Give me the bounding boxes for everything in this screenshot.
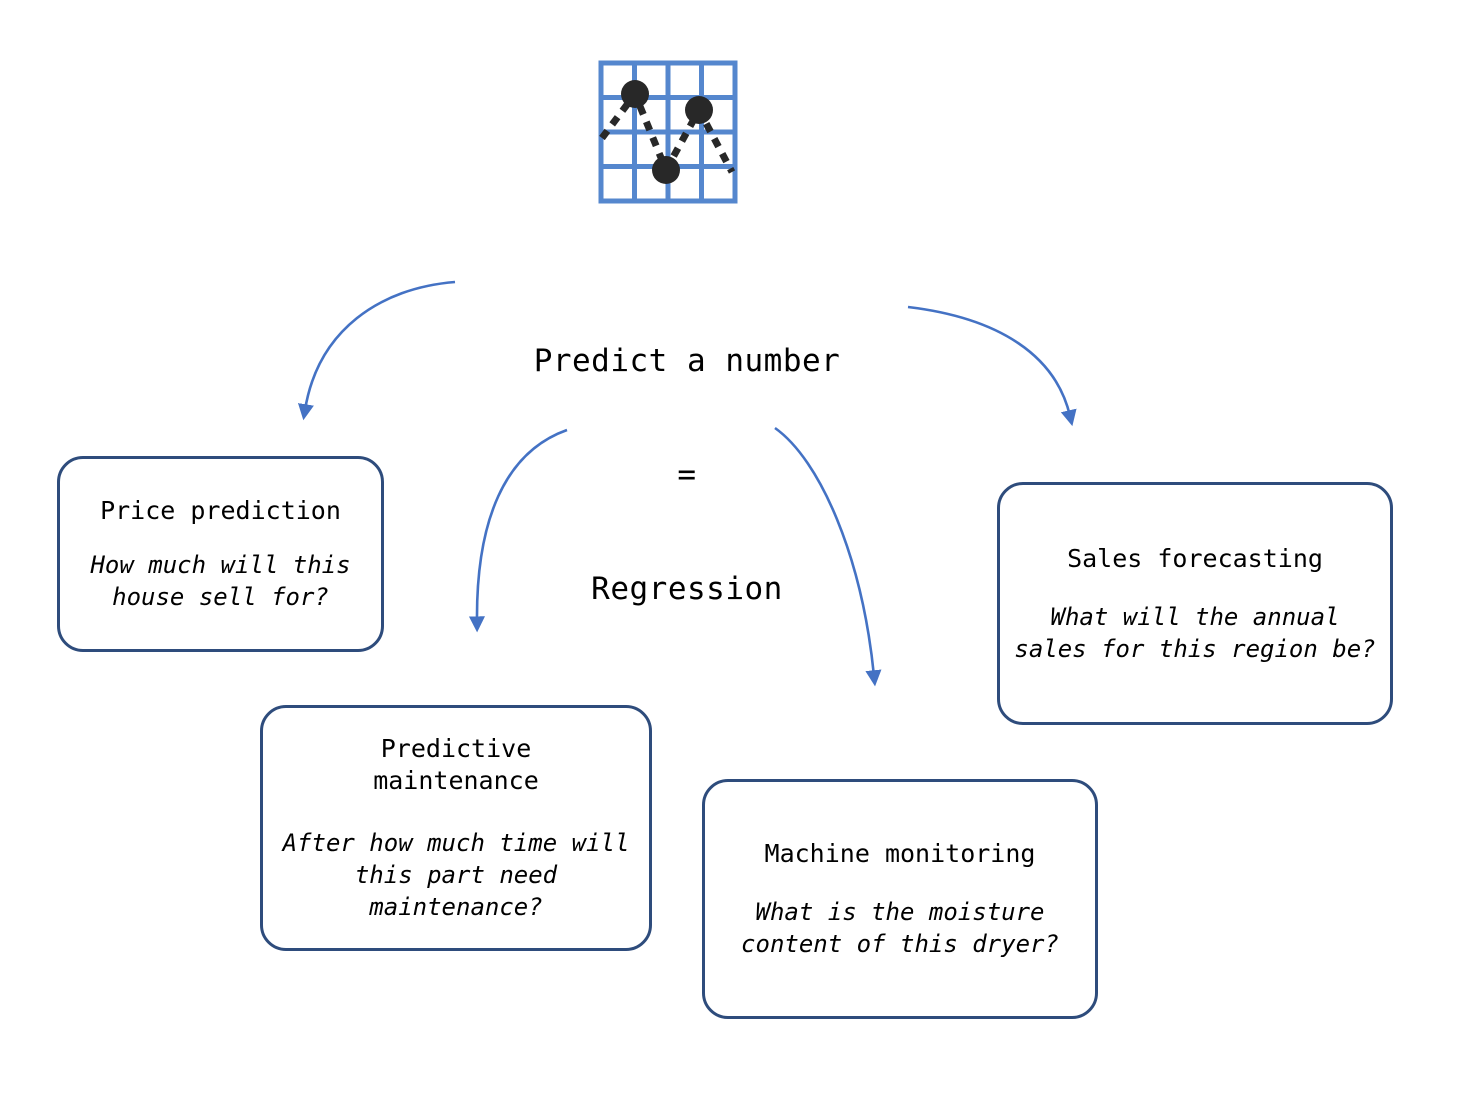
box-title: Predictive maintenance — [373, 734, 539, 795]
arrow-to-price-prediction — [297, 280, 456, 421]
box-question: What is the moisture content of this dry… — [741, 898, 1059, 958]
box-question: After how much time will this part need … — [282, 829, 630, 921]
title-line-1: Predict a number — [533, 343, 841, 379]
box-title: Sales forecasting — [1067, 543, 1323, 573]
example-box-sales-forecasting[interactable]: Sales forecasting What will the annual s… — [997, 482, 1393, 725]
example-box-price-prediction[interactable]: Price prediction How much will this hous… — [57, 456, 384, 652]
box-question: How much will this house sell for? — [90, 551, 351, 611]
title-line-3: Regression — [591, 571, 783, 607]
box-question: What will the annual sales for this regi… — [1014, 602, 1376, 663]
example-box-predictive-maintenance[interactable]: Predictive maintenance After how much ti… — [260, 705, 652, 951]
page-title: Predict a number = Regression — [437, 266, 937, 684]
box-title: Machine monitoring — [764, 839, 1036, 868]
box-title: Price prediction — [100, 496, 341, 525]
title-line-2: = — [677, 457, 697, 493]
regression-scatter-grid-icon — [598, 60, 738, 204]
example-box-machine-monitoring[interactable]: Machine monitoring What is the moisture … — [702, 779, 1098, 1019]
